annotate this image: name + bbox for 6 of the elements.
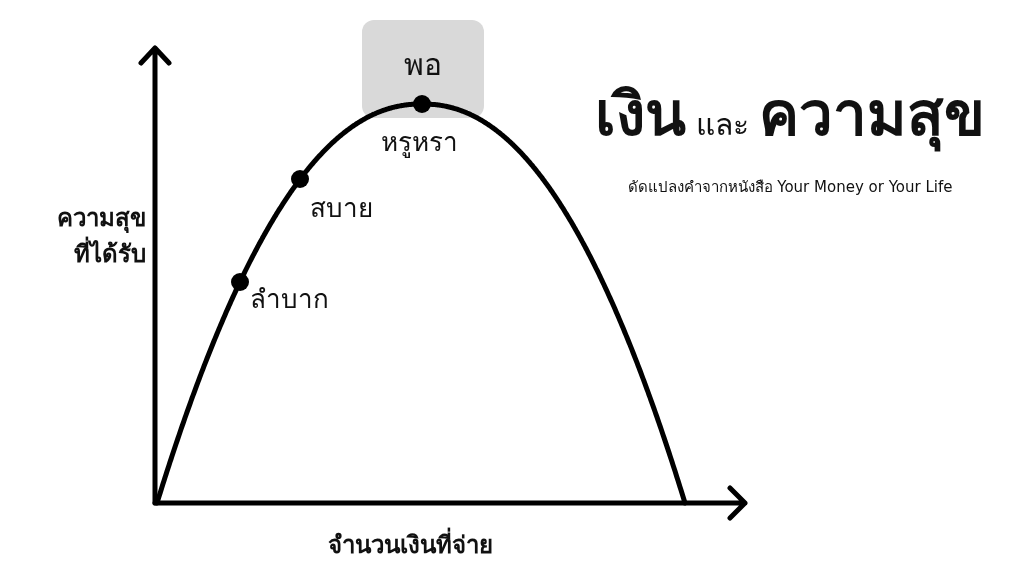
point-label: ลำบาก (250, 282, 329, 316)
point-label: หรูหรา (381, 126, 458, 159)
axis-label: ความสุขที่ได้รับ (56, 203, 146, 270)
subtitle: ดัดแปลงคำจากหนังสือ Your Money or Your Life (626, 178, 954, 197)
box-label: พอ (403, 46, 443, 84)
point-label: สบาย (310, 192, 373, 225)
